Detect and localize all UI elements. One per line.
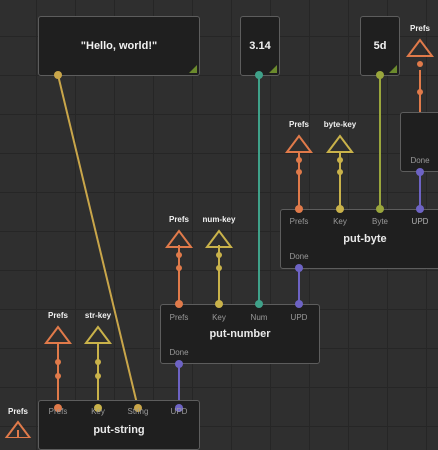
pin-label: Key: [333, 217, 347, 226]
byte-value-text: 5d: [373, 40, 387, 52]
pin-label: UPD: [411, 217, 429, 226]
pin-label: UPD: [411, 217, 429, 226]
pin-node-label: num-key: [202, 215, 236, 224]
string-value-text: "Hello, world!": [80, 40, 158, 52]
pin-label: Num: [250, 313, 268, 322]
pin-label: UPD: [170, 407, 188, 416]
number-value-text: 3.14: [249, 40, 271, 52]
link-dot: [337, 169, 343, 175]
pin-label: Prefs: [48, 407, 68, 416]
node-title: put-number: [209, 328, 271, 340]
pin-label: Prefs: [289, 217, 309, 226]
pin-label: Prefs: [169, 313, 189, 322]
link-dot: [95, 373, 101, 379]
pin-label: Byte: [371, 217, 388, 226]
pin-label: Done: [410, 156, 430, 165]
node-title: put-byte: [343, 233, 387, 245]
pin-label: Done: [289, 252, 309, 261]
number-value-node[interactable]: 3.14: [240, 16, 280, 76]
pin-node-label: str-key: [84, 311, 112, 320]
pin-label: String: [127, 407, 149, 416]
link-hello-string[interactable]: [57, 74, 139, 409]
pin-node-label: Prefs: [409, 24, 430, 33]
pin-node-label: Prefs: [47, 311, 68, 320]
node-title: put-string: [93, 424, 145, 436]
string-value-node[interactable]: "Hello, world!": [38, 16, 200, 76]
partial-node-right[interactable]: [400, 112, 438, 172]
put-byte-node[interactable]: put-byte: [280, 209, 438, 269]
link-dot: [216, 265, 222, 271]
link-dot: [55, 373, 61, 379]
put-number-node[interactable]: put-number: [160, 304, 320, 364]
link-dot: [417, 89, 423, 95]
pin-label: Key: [91, 407, 105, 416]
pin-node-label: byte-key: [323, 120, 357, 129]
pin-label: Key: [212, 313, 226, 322]
link-dot: [296, 169, 302, 175]
pin-node-label: Prefs: [7, 407, 28, 416]
byte-value-node[interactable]: 5d: [360, 16, 400, 76]
pin-label: Done: [169, 348, 189, 357]
pin-node-label: Prefs: [288, 120, 309, 129]
link-dot: [176, 265, 182, 271]
pin-node-label: Prefs: [168, 215, 189, 224]
pin-label: UPD: [290, 313, 308, 322]
